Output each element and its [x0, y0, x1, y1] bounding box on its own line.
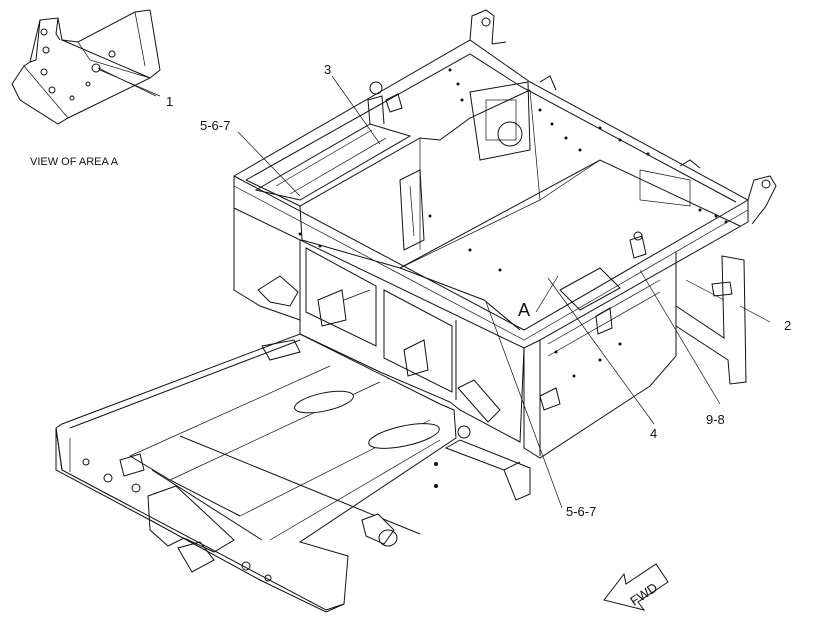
detail-view-area-a [11, 9, 161, 125]
callout-3: 3 [324, 62, 331, 77]
main-frame [55, 9, 777, 613]
bolt-holes [298, 68, 728, 378]
leader-lines [99, 69, 771, 509]
fwd-arrow: FWD [603, 563, 669, 611]
callout-2: 2 [784, 318, 791, 333]
callout-1: 1 [166, 94, 173, 109]
view-caption: VIEW OF AREA A [30, 156, 119, 168]
callout-9-8: 9-8 [706, 412, 725, 427]
callout-5-6-7-top: 5-6-7 [200, 118, 230, 133]
callout-5-6-7-bottom: 5-6-7 [566, 504, 596, 519]
area-a-marker: A [518, 300, 530, 320]
callout-4: 4 [650, 426, 657, 441]
